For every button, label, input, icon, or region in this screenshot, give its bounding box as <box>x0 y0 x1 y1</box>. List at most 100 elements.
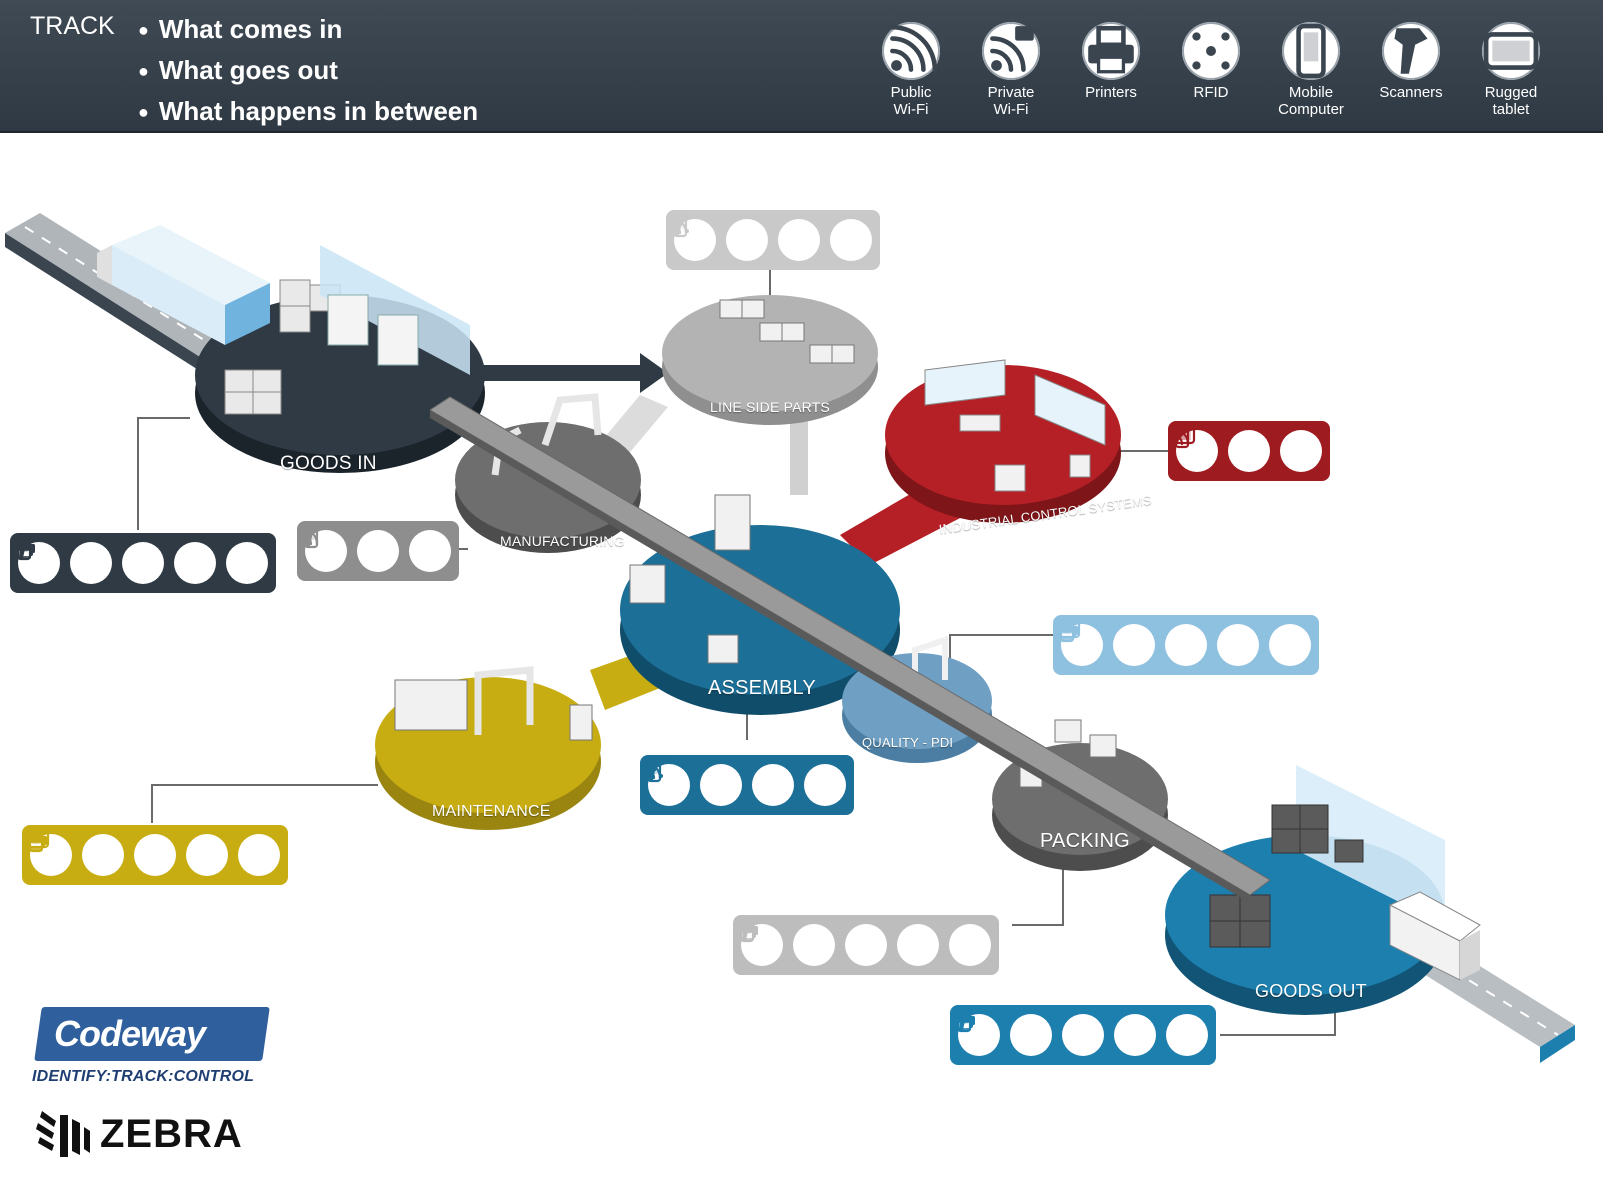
zebra-logo-text: ZEBRA <box>100 1111 243 1156</box>
legend-item-public-wifi: Public Wi-Fi <box>860 22 962 118</box>
line-side-boxes <box>719 299 855 364</box>
truck-trailer-top <box>112 225 270 305</box>
legend-item-rfid: RFID <box>1160 22 1262 101</box>
mobile-computer-icon <box>1282 22 1340 80</box>
legend-item-scanners: Scanners <box>1360 22 1462 101</box>
mobile-computer-icon <box>672 210 820 261</box>
legend-label: RFID <box>1193 84 1229 101</box>
outgoing-truck-cab <box>1460 930 1480 980</box>
flow-arrow <box>470 353 668 393</box>
outgoing-road-edge <box>1540 1025 1575 1063</box>
truck-cab <box>97 245 112 285</box>
device-legend: Public Wi-Fi Private Wi-Fi Printers RFID… <box>860 22 1580 122</box>
connector-line <box>137 417 190 530</box>
public-wifi-icon <box>882 22 940 80</box>
ics-wall-screen <box>1034 374 1106 446</box>
header-bar: TRACK What comes in What goes out What h… <box>0 0 1603 133</box>
incoming-truck-trailer <box>112 245 225 345</box>
road-lane-marking <box>24 226 216 348</box>
track-bullet: What comes in <box>138 10 478 51</box>
mobile-computer-icon <box>16 533 216 584</box>
main-conveyor <box>429 396 1271 896</box>
connector-line <box>1012 865 1064 926</box>
legend-item-printers: Printers <box>1060 22 1162 101</box>
incoming-road-edge <box>5 233 200 371</box>
goods-out-wall <box>1296 765 1445 925</box>
mobile-computer-icon <box>28 825 228 876</box>
legend-label: Public Wi-Fi <box>890 84 932 118</box>
zebra-head-icon <box>36 1111 90 1157</box>
factory-flow-diagram: GOODS IN LINE SIDE PARTS MANUFACTURING I… <box>0 135 1603 1202</box>
codeway-logo: Codeway <box>34 1007 270 1061</box>
zone-label-maintenance: MAINTENANCE <box>432 803 551 820</box>
printer-icon <box>25 826 124 876</box>
rugged-tablet-icon <box>1482 22 1540 80</box>
diagram-graphics <box>5 213 1575 1063</box>
scanner-icon <box>16 536 268 584</box>
scanner-icon <box>956 1008 1208 1056</box>
zone-label-goods-in: GOODS IN <box>280 453 377 474</box>
scanner-icon <box>646 758 846 806</box>
rfid-icon <box>955 1010 1104 1056</box>
printer-icon <box>1082 22 1140 80</box>
rugged-tablet-icon <box>1168 425 1322 472</box>
rugged-tablet-icon <box>22 829 280 876</box>
rfid-icon <box>1182 22 1240 80</box>
mobile-computer-icon <box>646 755 794 806</box>
truck-trailer-side <box>225 283 270 345</box>
ics-control-panel <box>924 359 1006 406</box>
legend-item-private-wifi: Private Wi-Fi <box>960 22 1062 118</box>
track-bullet: What goes out <box>138 51 478 92</box>
ics-equipment <box>959 414 1091 492</box>
device-box-maintenance <box>22 825 288 885</box>
device-box-line-side-parts <box>666 210 880 270</box>
zone-label-quality-pdi: QUALITY - PDI <box>862 735 954 750</box>
device-box-quality-pdi <box>1053 615 1319 675</box>
device-box-assembly <box>640 755 854 815</box>
goods-out-pallets <box>1209 804 1364 948</box>
codeway-tagline: IDENTIFY:TRACK:CONTROL <box>32 1068 255 1085</box>
track-label: TRACK <box>30 12 115 40</box>
device-box-packing <box>733 915 999 975</box>
private-wifi-icon <box>982 22 1040 80</box>
legend-label: Rugged tablet <box>1484 84 1538 118</box>
mobile-computer-icon <box>1059 615 1259 666</box>
legend-item-mobile-computer: Mobile Computer <box>1260 22 1362 118</box>
track-bullet-list: What comes in What goes out What happens… <box>138 10 478 133</box>
printer-icon <box>1056 616 1155 666</box>
mobile-computer-icon <box>739 915 939 966</box>
assembly-equipment <box>629 494 751 664</box>
mobile-computer-icon <box>1174 421 1270 472</box>
zone-label-line-side-parts: LINE SIDE PARTS <box>710 399 830 415</box>
legend-label: Mobile Computer <box>1278 84 1344 118</box>
zone-label-packing: PACKING <box>1040 830 1130 852</box>
zebra-logo: ZEBRA <box>34 1105 243 1163</box>
zone-label-assembly: ASSEMBLY <box>708 677 816 699</box>
printer-icon <box>736 916 835 966</box>
rfid-icon <box>1058 620 1207 666</box>
zone-label-goods-out: GOODS OUT <box>1255 981 1367 1001</box>
codeway-logo-text: Codeway <box>54 1013 206 1054</box>
legend-label: Private Wi-Fi <box>987 84 1035 118</box>
line-side-parts-platform <box>662 295 878 411</box>
printer-icon <box>953 1006 1052 1056</box>
device-box-manufacturing <box>297 521 459 581</box>
connector-line <box>151 784 378 823</box>
rugged-tablet-icon <box>1053 619 1311 666</box>
device-box-goods-out <box>950 1005 1216 1065</box>
scanner-icon <box>672 213 872 261</box>
main-conveyor-edge <box>430 410 1250 903</box>
goods-in-freezers <box>327 294 419 366</box>
mobile-computer-icon <box>956 1005 1156 1056</box>
path-line-side-down <box>790 405 808 495</box>
rfid-icon <box>15 538 164 584</box>
zone-label-manufacturing: MANUFACTURING <box>500 533 625 549</box>
scanner-icon <box>1382 22 1440 80</box>
device-box-goods-in <box>10 533 276 593</box>
legend-label: Printers <box>1085 84 1137 101</box>
rfid-icon <box>671 215 768 261</box>
maintenance-shelving <box>394 679 593 741</box>
track-bullet: What happens in between <box>138 92 478 133</box>
legend-label: Scanners <box>1379 84 1443 101</box>
goods-in-wall <box>320 245 470 375</box>
